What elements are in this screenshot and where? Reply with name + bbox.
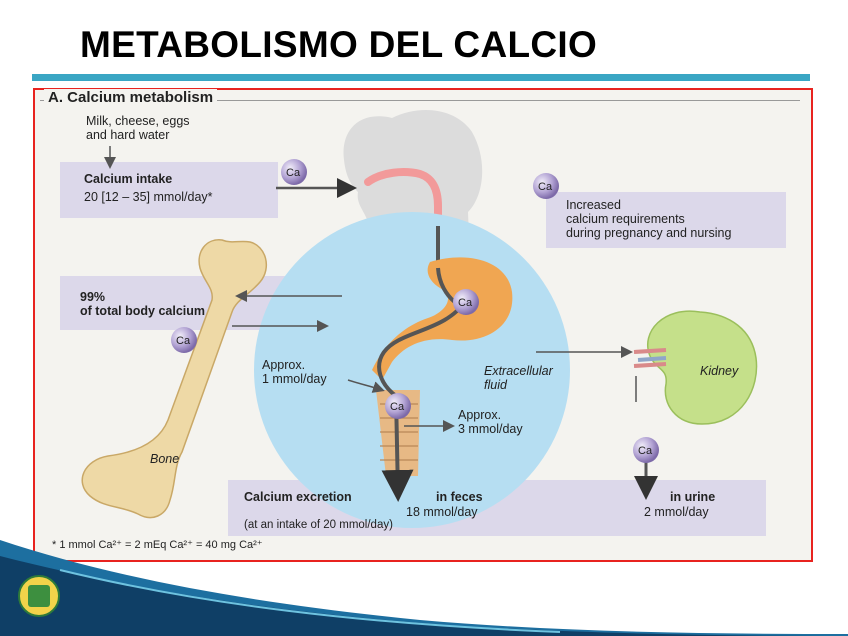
school-logo [18, 575, 60, 617]
excretion-title: Calcium excretion [244, 490, 352, 504]
stomach [372, 257, 513, 380]
ca-label: Ca [538, 181, 553, 193]
pharynx [364, 168, 442, 232]
bone-store-text: 99%of total body calcium [80, 290, 206, 318]
ca-ion-intestine [385, 393, 411, 419]
ca-ion-kidney [633, 437, 659, 463]
absorption-text: Approx.3 mmol/day [458, 408, 523, 436]
ca-label: Ca [458, 297, 473, 309]
urine-value: 2 mmol/day [644, 505, 709, 519]
bone-shape [81, 239, 268, 519]
slide-title: METABOLISMO DEL CALCIO [80, 24, 598, 65]
ca-ion-bone [171, 327, 197, 353]
ca-label: Ca [286, 167, 301, 179]
secretion-arrow [347, 379, 385, 393]
bone-label: Bone [150, 452, 180, 466]
kidney-shape [647, 310, 758, 425]
panel-title-line [40, 100, 800, 101]
kidney-vessels [633, 348, 667, 368]
feces-label: in feces [436, 490, 483, 504]
ca-ion-pregnancy [533, 173, 559, 199]
ca-label: Ca [638, 445, 653, 457]
bone-store-box [60, 276, 300, 330]
intake-box [60, 162, 278, 218]
kidney-label: Kidney [700, 364, 739, 378]
urine-label: in urine [670, 490, 716, 504]
feces-value: 18 mmol/day [406, 505, 478, 519]
ca-label: Ca [176, 335, 191, 347]
ca-ion-stomach [453, 289, 479, 315]
intake-value: 20 [12 – 35] mmol/day* [84, 190, 213, 204]
title-rule [32, 74, 810, 81]
requirements-box [546, 192, 786, 248]
secretion-text: Approx.1 mmol/day [262, 358, 327, 386]
panel-title: A. Calcium metabolism [44, 89, 218, 106]
intake-title: Calcium intake [84, 172, 173, 186]
excretion-note: (at an intake of 20 mmol/day) [244, 519, 393, 531]
ca-ion-intake [281, 159, 307, 185]
footnote: * 1 mmol Ca²⁺ = 2 mEq Ca²⁺ = 40 mg Ca²⁺ [52, 539, 263, 551]
ca-label: Ca [390, 401, 405, 413]
